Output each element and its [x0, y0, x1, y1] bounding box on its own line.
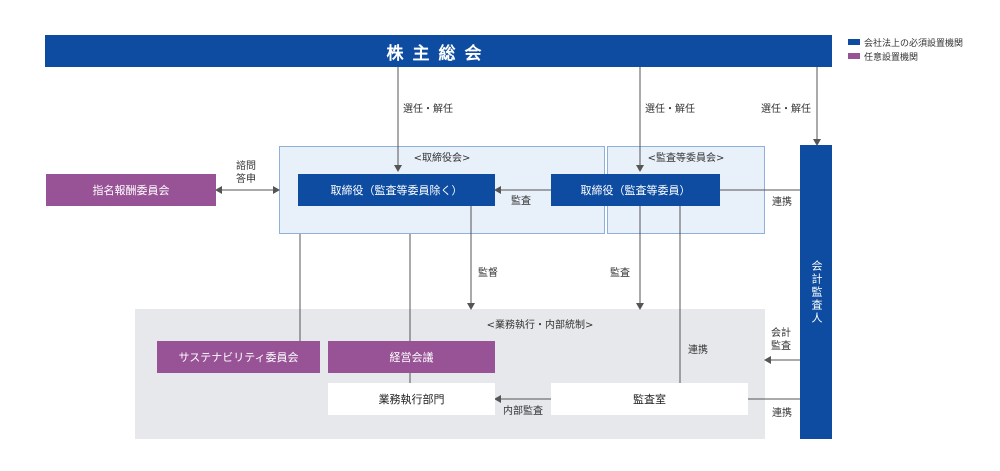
board-group-title: <取締役会>: [413, 153, 471, 164]
legend-required: 会社法上の必須設置機関: [848, 36, 964, 49]
directors-excluding-audit: 取締役（監査等委員除く）: [298, 174, 495, 206]
shareholders-meeting: 株主総会: [45, 35, 832, 67]
consult-label: 諮問 答申: [236, 161, 256, 185]
directors-excluding-audit-label: 取締役（監査等委員除く）: [330, 184, 463, 197]
accounting-auditor: 会計監査人: [800, 145, 832, 439]
execution-group-title: <業務執行・内部統制>: [486, 320, 594, 331]
elect-label-1: 選任・解任: [403, 104, 453, 115]
shareholders-meeting-label: 株主総会: [386, 43, 491, 64]
legend-required-swatch: [848, 39, 860, 45]
accounting-auditor-label: 会計監査人: [810, 259, 823, 325]
audit-office-label: 監査室: [633, 393, 666, 406]
liaison-label-2: 連携: [688, 345, 708, 356]
business-department-label: 業務執行部門: [378, 393, 445, 406]
sustainability-committee-label: サステナビリティ委員会: [178, 351, 299, 364]
audit-group-title: <監査等委員会>: [647, 153, 725, 164]
management-meeting: 経営会議: [328, 341, 495, 373]
directors-audit-committee: 取締役（監査等委員）: [551, 174, 720, 206]
sustainability-committee: サステナビリティ委員会: [157, 341, 320, 373]
audit-down-label: 監査: [610, 268, 630, 279]
legend-optional: 任意設置機関: [848, 50, 919, 63]
elect-label-3: 選任・解任: [761, 104, 811, 115]
directors-audit-committee-label: 取締役（監査等委員）: [580, 184, 691, 197]
accounting-audit-label: 会計 監査: [771, 328, 791, 352]
legend-optional-label: 任意設置機関: [864, 52, 919, 63]
business-department: 業務執行部門: [328, 383, 495, 415]
legend-optional-swatch: [848, 53, 860, 59]
supervise-label: 監督: [478, 268, 498, 279]
nomination-committee: 指名報酬委員会: [46, 174, 216, 206]
liaison-label-1: 連携: [772, 197, 792, 208]
execution-region: [135, 309, 765, 439]
elect-label-2: 選任・解任: [645, 104, 695, 115]
audit-office: 監査室: [551, 383, 748, 415]
legend-required-label: 会社法上の必須設置機関: [864, 38, 964, 49]
internal-audit-label: 内部監査: [503, 406, 543, 417]
management-meeting-label: 経営会議: [389, 351, 434, 364]
nomination-committee-label: 指名報酬委員会: [92, 184, 170, 197]
liaison-label-3: 連携: [772, 408, 792, 419]
audit-arrow-label: 監査: [511, 196, 531, 207]
